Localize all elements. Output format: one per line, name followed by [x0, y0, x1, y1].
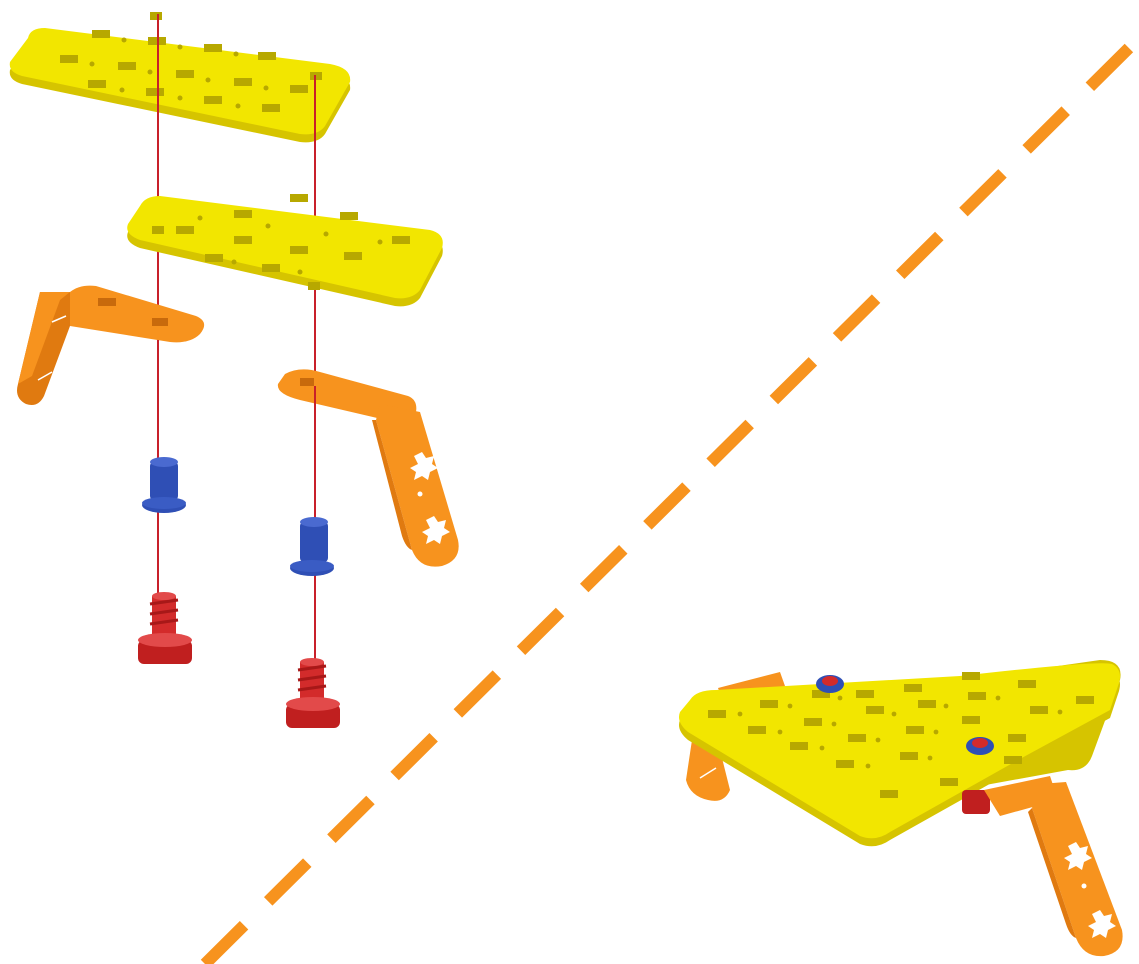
right-screw: [286, 658, 340, 728]
right-bushing: [290, 517, 334, 576]
assembled-bolt-head-right: [966, 737, 994, 755]
top-plate: [10, 12, 350, 142]
divider-line: [205, 38, 1139, 964]
left-screw: [138, 592, 192, 664]
assembled-view: [679, 660, 1123, 956]
left-bushing: [142, 457, 186, 513]
left-bracket: [17, 286, 204, 405]
assembled-bracket-right: [962, 776, 1123, 956]
second-plate: [127, 194, 443, 306]
exploded-view: [10, 12, 459, 728]
assembled-bolt-head-left: [816, 675, 844, 693]
